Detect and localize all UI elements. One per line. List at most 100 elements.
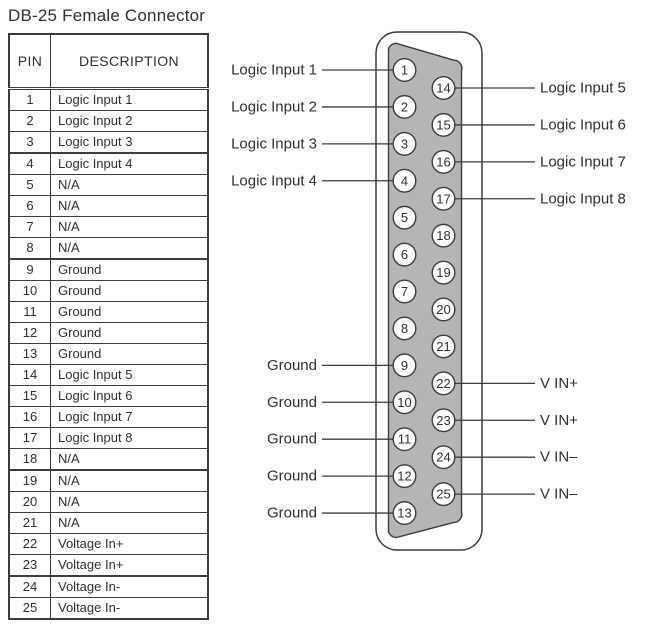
pin-number: 24 — [436, 450, 450, 465]
connector-pin-24: 24 — [431, 445, 456, 470]
cell-pin-description: Logic Input 3 — [50, 131, 209, 154]
pin-label-12: Ground — [267, 468, 317, 485]
cell-pin-description: Voltage In- — [50, 575, 209, 598]
page-title: DB-25 Female Connector — [8, 6, 206, 25]
pin-circle — [392, 390, 417, 415]
pin-number: 25 — [436, 487, 450, 502]
header-cell-pin: PIN — [8, 33, 51, 90]
pin-circle — [431, 371, 456, 396]
cell-pin-description: Voltage In+ — [50, 533, 209, 555]
cell-pin-number: 19 — [8, 469, 51, 492]
pin-number: 3 — [401, 136, 408, 151]
connector-pin-5: 5 — [392, 205, 417, 230]
pin-number: 22 — [436, 376, 450, 391]
pin-number: 7 — [401, 284, 408, 299]
pin-circle — [431, 445, 456, 470]
connector-pin-14: 14 — [431, 75, 456, 100]
connector-pin-13: 13 — [392, 501, 417, 526]
connector-pin-8: 8 — [392, 316, 417, 341]
pin-number: 11 — [398, 432, 412, 447]
pin-number: 9 — [401, 358, 408, 373]
connector-pin-11: 11 — [392, 427, 417, 452]
pin-number: 19 — [436, 265, 450, 280]
connector-pin-25: 25 — [431, 482, 456, 507]
pin-number: 15 — [436, 117, 450, 132]
cell-pin-description: Voltage In+ — [50, 554, 209, 577]
pin-circle — [392, 353, 417, 378]
cell-pin-description: Logic Input 2 — [50, 110, 209, 132]
connector-pin-17: 17 — [431, 186, 456, 211]
pin-label-25: V IN– — [540, 486, 578, 503]
pin-number: 5 — [401, 210, 408, 225]
connector-pin-22: 22 — [431, 371, 456, 396]
pin-circle — [392, 501, 417, 526]
pin-circle — [392, 58, 417, 83]
connector-pin-3: 3 — [392, 131, 417, 156]
connector-pin-18: 18 — [431, 223, 456, 248]
cell-pin-number: 17 — [8, 427, 51, 449]
table-header: PIN DESCRIPTION — [8, 33, 209, 90]
pin-label-24: V IN– — [540, 449, 578, 466]
connector-pin-4: 4 — [392, 168, 417, 193]
cell-pin-description: N/A — [50, 195, 209, 217]
pin-circle — [392, 427, 417, 452]
pin-label-15: Logic Input 6 — [540, 116, 626, 133]
pin-label-22: V IN+ — [540, 375, 578, 392]
pin-circle — [392, 242, 417, 267]
pin-label-2: Logic Input 2 — [231, 98, 317, 115]
pin-number: 17 — [436, 191, 450, 206]
connector-pin-9: 9 — [392, 353, 417, 378]
pin-number: 2 — [401, 99, 408, 114]
pin-circle — [392, 316, 417, 341]
connector-pin-10: 10 — [392, 390, 417, 415]
pin-label-23: V IN+ — [540, 412, 578, 429]
pin-circle — [431, 149, 456, 174]
pin-number: 8 — [401, 321, 408, 336]
connector-pin-12: 12 — [392, 464, 417, 489]
cell-pin-description: N/A — [50, 469, 209, 492]
pin-circle — [392, 464, 417, 489]
pin-label-13: Ground — [267, 505, 317, 522]
cell-pin-number: 22 — [8, 533, 51, 555]
cell-pin-number: 21 — [8, 512, 51, 534]
cell-pin-description: Ground — [50, 322, 209, 344]
pin-number: 12 — [397, 469, 411, 484]
connector-pin-20: 20 — [431, 297, 456, 322]
pin-number: 4 — [401, 173, 408, 188]
cell-pin-description: N/A — [50, 448, 209, 471]
connector-pin-23: 23 — [431, 408, 456, 433]
pin-label-17: Logic Input 8 — [540, 190, 626, 207]
pin-number: 16 — [436, 154, 450, 169]
pin-label-16: Logic Input 7 — [540, 153, 626, 170]
pin-number: 1 — [401, 63, 408, 78]
pin-number: 10 — [397, 395, 411, 410]
pin-circle — [431, 260, 456, 285]
pin-number: 6 — [401, 247, 408, 262]
cell-pin-number: 23 — [8, 554, 51, 577]
pin-circle — [431, 75, 456, 100]
pin-number: 20 — [436, 302, 450, 317]
pin-label-10: Ground — [267, 394, 317, 411]
cell-pin-description: N/A — [50, 491, 209, 513]
pin-number: 21 — [436, 339, 450, 354]
cell-pin-description: Voltage In- — [50, 597, 209, 620]
pin-label-11: Ground — [267, 431, 317, 448]
pin-circle — [431, 186, 456, 211]
cell-pin-description: Logic Input 8 — [50, 427, 209, 449]
connector-pin-19: 19 — [431, 260, 456, 285]
connector-pin-15: 15 — [431, 112, 456, 137]
cell-pin-number: 25 — [8, 597, 51, 620]
